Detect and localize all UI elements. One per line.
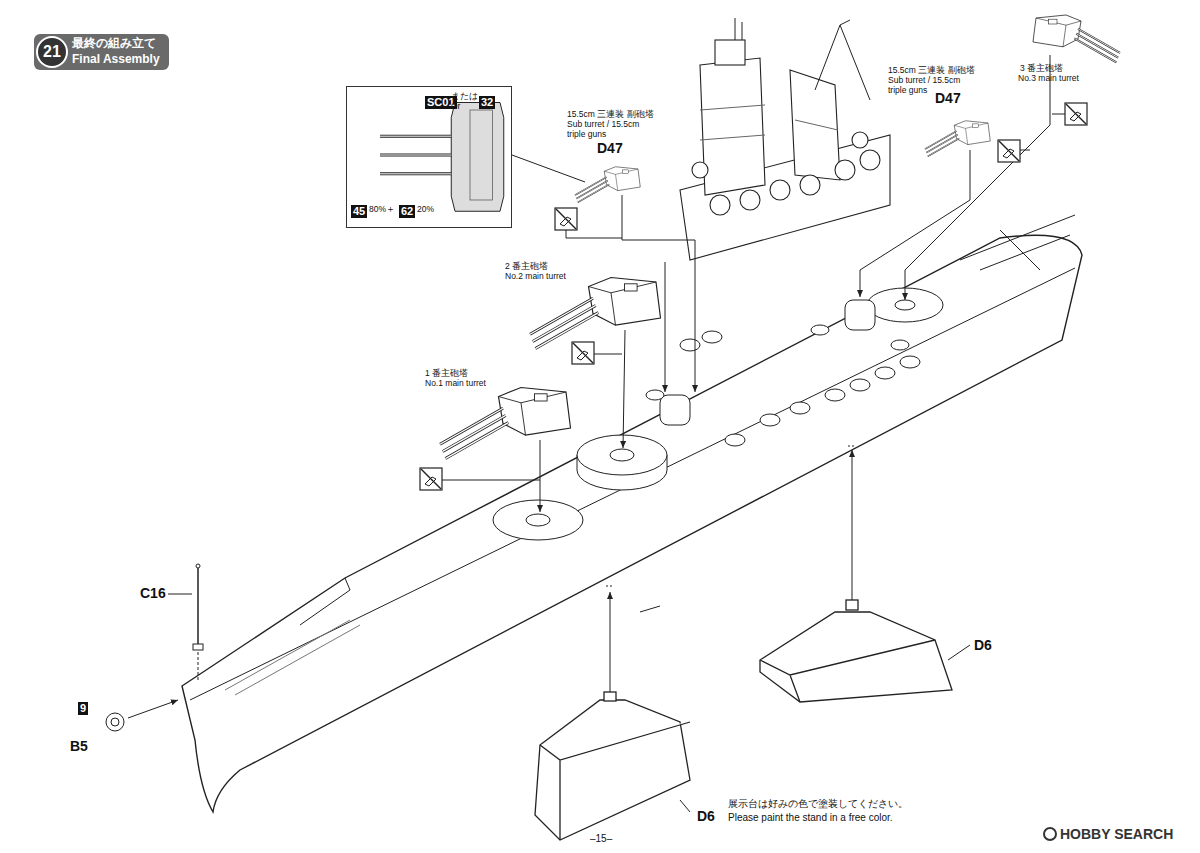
watermark: HOBBY SEARCH: [1060, 826, 1173, 842]
part-label: 3 番主砲塔: [1020, 64, 1063, 74]
part-label: 2 番主砲塔: [505, 262, 548, 272]
part-label: No.3 main turret: [1018, 74, 1079, 84]
mix-ratio: 20%: [417, 205, 434, 215]
step-number: 21: [37, 43, 67, 61]
note-text: 展示台は好みの色で塗装してください。: [728, 798, 908, 810]
part-number: D6: [697, 808, 715, 824]
paint-code: 9: [78, 702, 88, 715]
part-number: D6: [974, 637, 992, 653]
step-title-en: Final Assembly: [72, 53, 160, 67]
part-label: 15.5cm 三連装 副砲塔: [888, 66, 975, 76]
part-label: 15.5cm 三連装 副砲塔: [567, 110, 654, 120]
page-number: –15–: [590, 833, 612, 845]
paint-code: 32: [479, 96, 495, 109]
note-text: Please paint the stand in a free color.: [728, 812, 893, 824]
paint-code: 45: [351, 205, 367, 218]
note-text: または Or: [451, 92, 479, 112]
part-label: Sub turret / 15.5cm triple guns: [567, 120, 645, 140]
part-number: D47: [597, 140, 623, 156]
part-label: No.2 main turret: [505, 272, 566, 282]
part-label: No.1 main turret: [425, 379, 486, 389]
inset-box: SC01または Or324580%＋6220%: [346, 86, 512, 228]
part-label: 1 番主砲塔: [425, 369, 468, 379]
part-number: D47: [935, 90, 961, 106]
mix-ratio: 80%＋: [369, 205, 395, 215]
paint-code: 62: [399, 205, 415, 218]
part-number: C16: [140, 585, 166, 601]
step-title: 最終の組み立て: [72, 37, 156, 51]
part-number: B5: [70, 738, 88, 754]
